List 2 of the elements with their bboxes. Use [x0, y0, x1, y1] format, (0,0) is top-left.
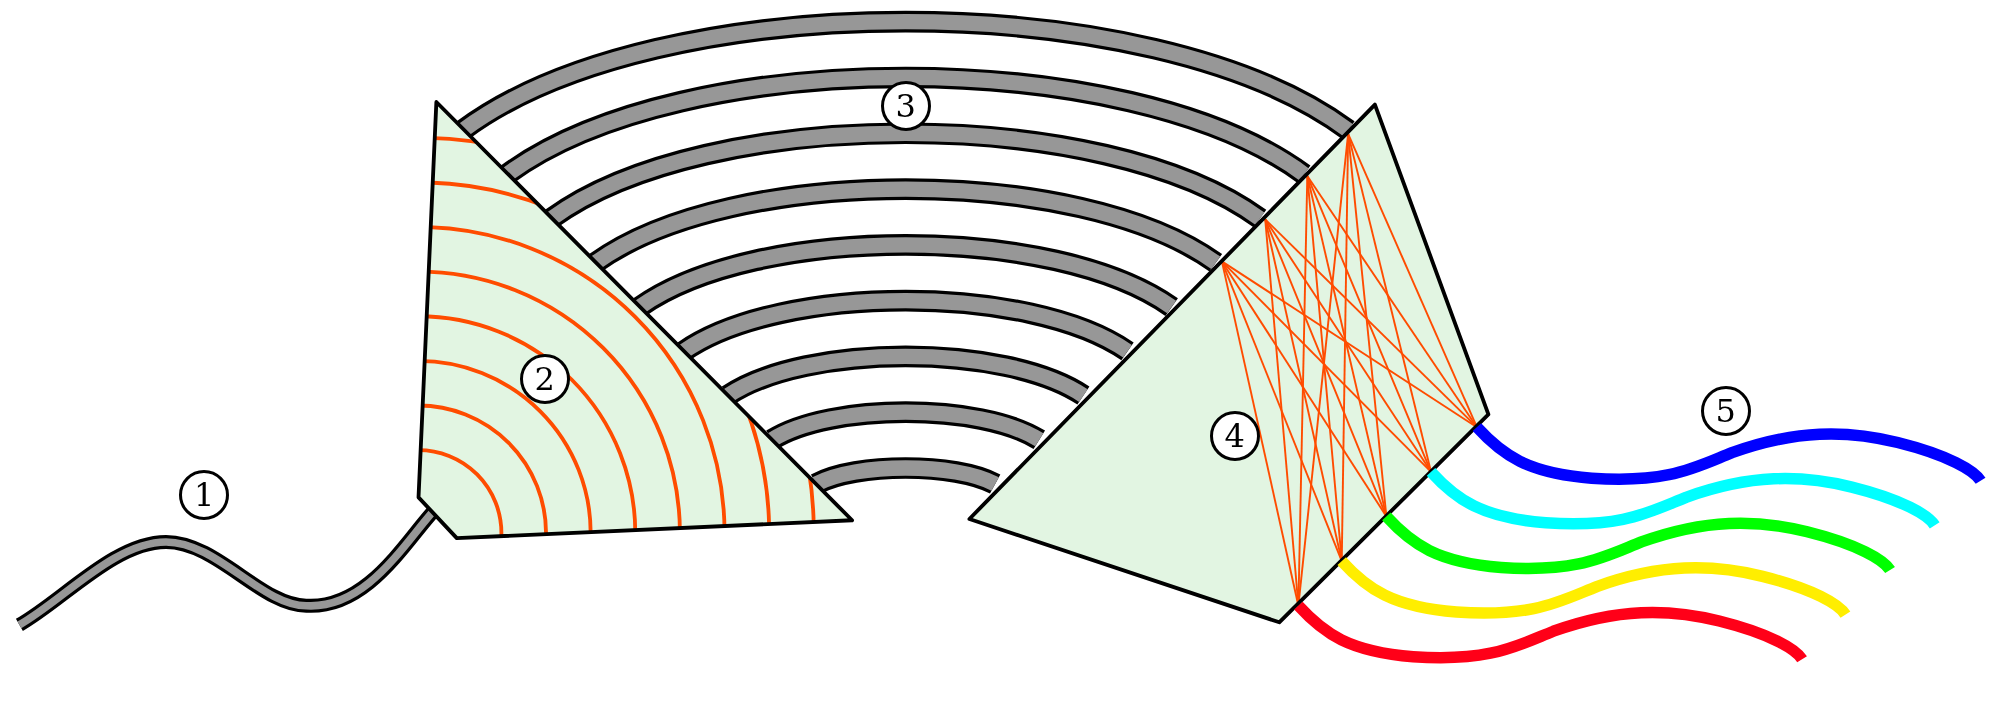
callout-number: 5	[1700, 385, 1751, 436]
callout-number: 1	[179, 469, 230, 520]
